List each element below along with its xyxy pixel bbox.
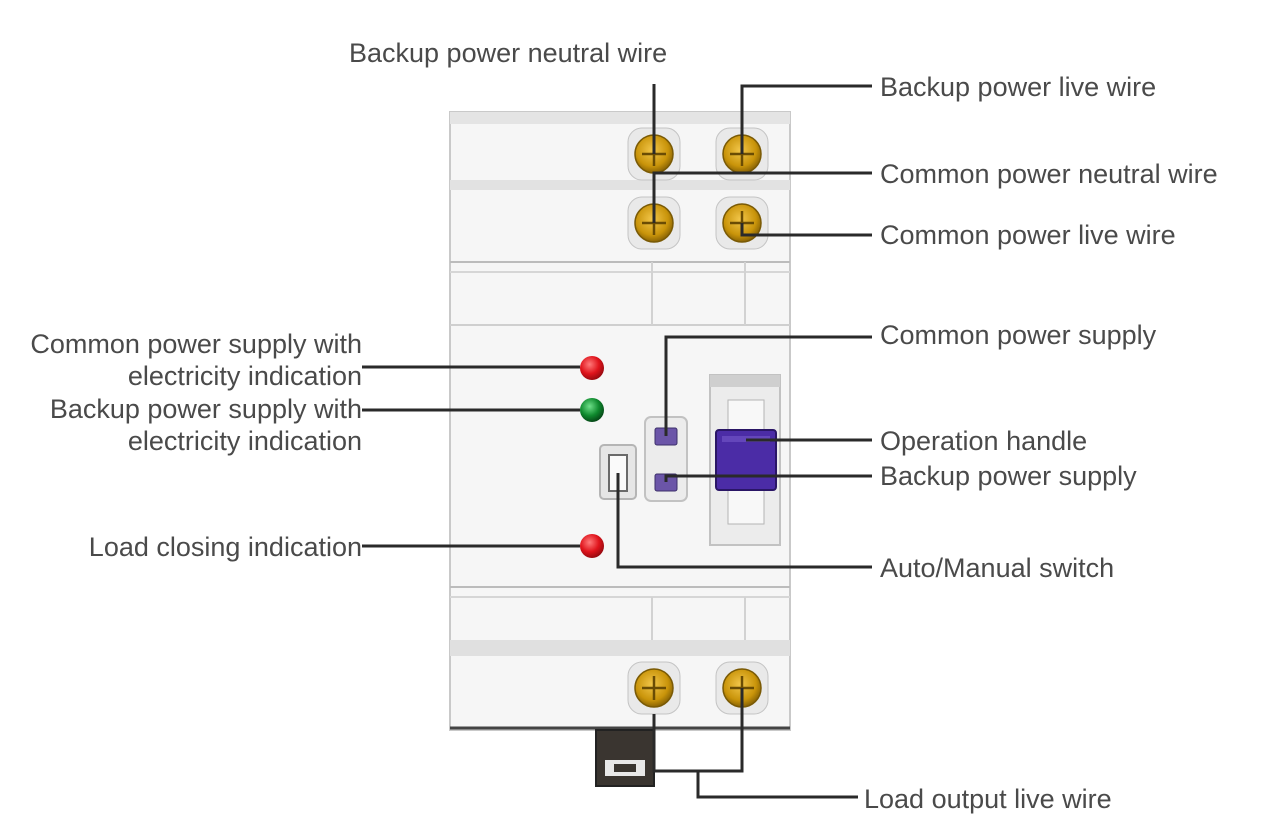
auto-manual-switch — [599, 444, 637, 500]
label-backup-power-supply: Backup power supply — [880, 461, 1137, 491]
backup-supply-indicator — [654, 473, 678, 492]
label-common-power-live-wire: Common power live wire — [880, 220, 1176, 250]
label-load-closing-indication: Load closing indication — [88, 532, 362, 562]
load-closing-led-icon — [580, 534, 604, 558]
label-backup-power-neutral-wire: Backup power neutral wire — [349, 38, 668, 68]
operation-handle — [709, 374, 781, 546]
label-common-power-supply-indication: Common power supply with electricity ind… — [30, 329, 362, 391]
din-rail-clip — [595, 729, 655, 787]
backup-power-led-icon — [580, 398, 604, 422]
leader-lines — [362, 84, 872, 799]
label-backup-power-supply-indication: Backup power supply with electricity ind… — [49, 394, 362, 456]
label-load-output-live-wire: Load output live wire — [864, 784, 1112, 814]
load-neutral-terminal-screw-icon — [627, 661, 681, 715]
common-power-led-icon — [580, 356, 604, 380]
label-backup-power-live-wire: Backup power live wire — [880, 72, 1157, 102]
supply-indicator-window — [644, 416, 688, 502]
label-common-power-neutral-wire: Common power neutral wire — [880, 159, 1218, 189]
label-operation-handle: Operation handle — [880, 426, 1088, 456]
label-auto-manual-switch: Auto/Manual switch — [880, 553, 1115, 583]
label-common-power-supply: Common power supply — [880, 320, 1157, 350]
